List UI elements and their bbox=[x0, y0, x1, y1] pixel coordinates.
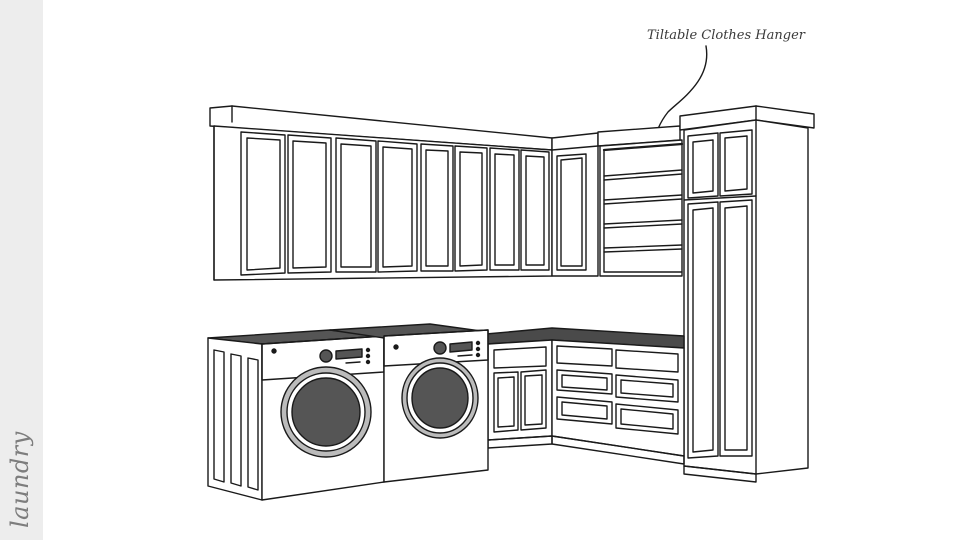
upper-door-pair-1 bbox=[240, 131, 332, 276]
washer-door-glass bbox=[411, 367, 469, 429]
pantry-upper-door-left bbox=[687, 132, 719, 199]
washer-control-panel bbox=[383, 329, 489, 367]
upper-door-pair-4 bbox=[489, 147, 550, 271]
drawer-2-right bbox=[615, 374, 679, 403]
shelf-1 bbox=[603, 169, 683, 181]
shelf-4 bbox=[603, 244, 683, 253]
pantry-lower-door-right bbox=[719, 199, 753, 457]
washer-knob bbox=[433, 341, 447, 355]
drawer-2-left bbox=[556, 369, 613, 395]
sidebar-band bbox=[0, 0, 43, 540]
drawer-3-right bbox=[615, 403, 679, 435]
washer-display bbox=[449, 341, 473, 353]
upper-door-pair-3 bbox=[420, 143, 488, 272]
tall-pantry-cabinet bbox=[679, 105, 815, 483]
upper-corner-door bbox=[556, 153, 587, 271]
shelf-3 bbox=[603, 219, 683, 229]
open-shelf-unit bbox=[597, 125, 684, 277]
lower-door-left-b bbox=[520, 369, 547, 431]
dryer-side bbox=[207, 337, 263, 501]
dryer-knob bbox=[319, 349, 333, 363]
pantry-upper-door-right bbox=[719, 129, 753, 197]
callout-label: Tiltable Clothes Hanger bbox=[647, 28, 805, 43]
dryer-door-glass bbox=[291, 377, 361, 447]
pantry-lower-door-left bbox=[687, 201, 719, 459]
drawer-1-left bbox=[556, 345, 613, 367]
drawer-1-right bbox=[615, 349, 679, 373]
drawer-3-left bbox=[556, 396, 613, 425]
dryer-display bbox=[335, 348, 363, 360]
clothes-hanger-rod bbox=[602, 142, 684, 152]
shelf-2 bbox=[603, 194, 683, 205]
lower-door-left-a bbox=[493, 371, 519, 433]
dryer bbox=[207, 329, 385, 501]
upper-door-pair-2 bbox=[335, 137, 418, 273]
lower-cabinets bbox=[485, 327, 685, 465]
lower-drawer-left bbox=[493, 346, 547, 369]
upper-cabinets bbox=[209, 105, 599, 281]
washer bbox=[329, 323, 489, 483]
